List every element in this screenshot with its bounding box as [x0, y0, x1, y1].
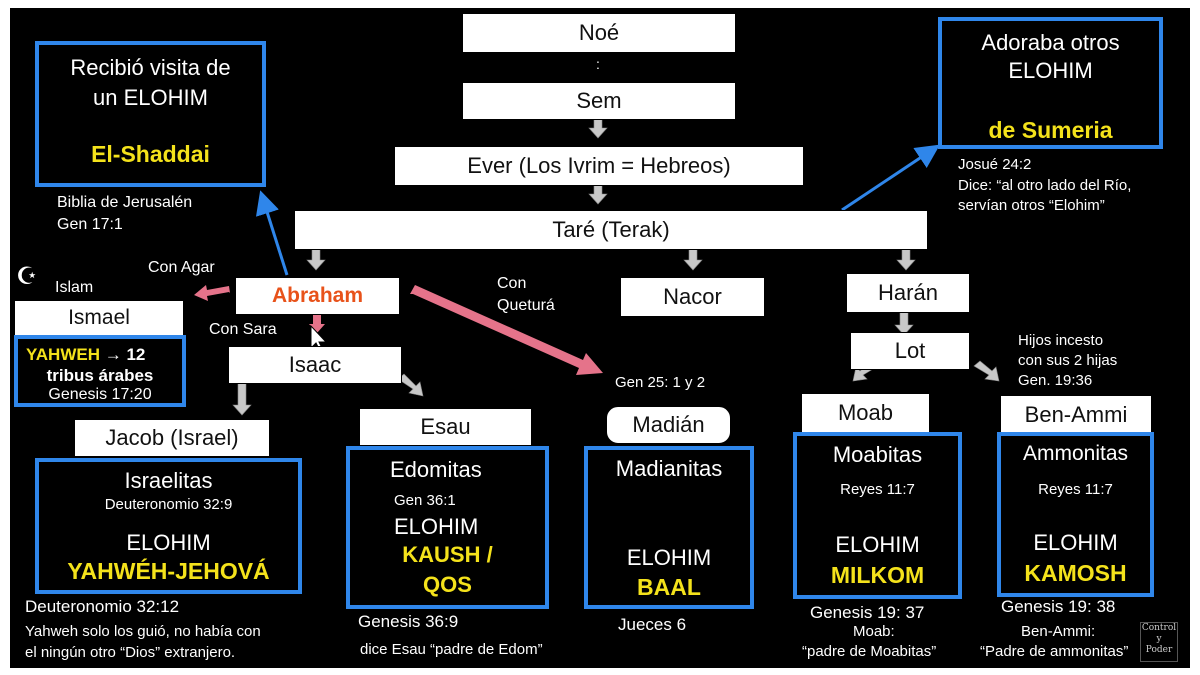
ismael-tribus: tribus árabes: [46, 366, 154, 385]
footer-padre-ammon: “Padre de ammonitas”: [980, 643, 1129, 660]
footer-padre-moab: “padre de Moabitas”: [802, 643, 937, 660]
footer-deut-ref: Deuteronomio 32:12: [25, 597, 180, 616]
footer-gen369: Genesis 36:9: [358, 612, 459, 631]
footer-dice-esau: dice Esau “padre de Edom”: [360, 641, 543, 658]
node-ismael: Ismael: [14, 300, 184, 336]
shaddai-line1: Recibió visita de: [70, 55, 231, 80]
node-moab: Moab: [801, 393, 930, 433]
edom-god2: QOS: [423, 572, 472, 597]
ismael-yahweh-line: YAHWEH → 12: [26, 345, 145, 365]
footer-gen1937: Genesis 19: 37: [810, 603, 925, 622]
node-ever: Ever (Los Ivrim = Hebreos): [394, 146, 804, 186]
israel-ref: Deuteronomio 32:9: [104, 496, 233, 513]
footer-gen1938: Genesis 19: 38: [1001, 597, 1116, 616]
box-el-shaddai: Recibió visita de un ELOHIM El-Shaddai: [35, 41, 266, 187]
footer-jueces: Jueces 6: [618, 615, 687, 634]
node-nacor: Nacor: [620, 277, 765, 317]
shaddai-god: El-Shaddai: [91, 141, 210, 167]
watermark-logo: Control y Poder: [1140, 622, 1178, 662]
sumeria-god: de Sumeria: [988, 117, 1113, 143]
israel-god: YAHWÉH-JEHOVÁ: [67, 558, 270, 584]
madian-people: Madianitas: [615, 456, 723, 481]
label-dice-1: Dice: “al otro lado del Río,: [958, 177, 1132, 194]
ismael-ref: Genesis 17:20: [48, 386, 152, 403]
arrow-haran-lot: [894, 311, 914, 336]
arrow-abraham-ismael: [194, 285, 230, 301]
arrow-lot-benammi: [973, 360, 1000, 382]
ammon-elohim: ELOHIM: [1033, 530, 1118, 555]
madian-god: BAAL: [637, 574, 701, 600]
node-abraham: Abraham: [235, 277, 400, 315]
node-sem: Sem: [462, 82, 736, 120]
arrow-abraham-shaddai: [255, 190, 289, 276]
box-sumeria: Adoraba otros ELOHIM de Sumeria: [938, 17, 1163, 149]
edom-god1: KAUSH /: [402, 542, 493, 567]
israel-people: Israelitas: [124, 468, 213, 493]
node-madian: Madián: [606, 406, 731, 444]
node-noe: Noé: [462, 13, 736, 53]
box-madianitas: Madianitas ELOHIM BAAL: [584, 446, 754, 609]
sumeria-line2: ELOHIM: [1008, 58, 1093, 83]
edom-elohim: ELOHIM: [394, 514, 479, 539]
arrow-tare-sumeria: [841, 144, 940, 212]
moab-god: MILKOM: [830, 562, 925, 588]
box-moabitas: Moabitas Reyes 11:7 ELOHIM MILKOM: [793, 432, 962, 599]
label-dice-2: servían otros “Elohim”: [958, 197, 1105, 214]
watermark-line2: y: [1156, 634, 1162, 644]
label-quetura: Queturá: [497, 297, 555, 314]
node-ben-ammi: Ben-Ammi: [1000, 395, 1152, 435]
label-gen17: Gen 17:1: [57, 216, 123, 233]
sumeria-line1: Adoraba otros: [981, 30, 1120, 55]
israel-elohim: ELOHIM: [126, 530, 211, 555]
ammon-god: KAMOSH: [1024, 560, 1127, 586]
node-tare: Taré (Terak): [294, 210, 928, 250]
ellipsis-dots: :: [596, 56, 600, 72]
footer-moab-colon: Moab:: [853, 623, 895, 640]
label-biblia: Biblia de Jerusalén: [57, 194, 193, 211]
moab-ref: Reyes 11:7: [840, 481, 915, 498]
node-esau: Esau: [359, 408, 532, 446]
edom-ref: Gen 36:1: [394, 492, 456, 509]
ammon-people: Ammonitas: [1022, 442, 1129, 465]
box-edomitas: Edomitas Gen 36:1 ELOHIM KAUSH / QOS: [346, 446, 549, 609]
box-ismael: YAHWEH → 12 tribus árabes Genesis 17:20: [14, 335, 186, 407]
ismael-twelve: 12: [126, 345, 146, 364]
node-isaac: Isaac: [228, 346, 402, 384]
label-hijos-3: Gen. 19:36: [1018, 372, 1093, 389]
node-haran: Harán: [846, 273, 970, 313]
arrow-sem-ever: [588, 116, 608, 139]
label-con-sara: Con Sara: [209, 321, 277, 338]
node-lot: Lot: [850, 332, 970, 370]
madian-elohim: ELOHIM: [626, 545, 712, 570]
box-israelitas: Israelitas Deuteronomio 32:9 ELOHIM YAHW…: [35, 458, 302, 594]
watermark-line3: Poder: [1145, 645, 1173, 655]
arrow-isaac-jacob: [232, 382, 252, 416]
moab-elohim: ELOHIM: [835, 532, 920, 557]
label-josue: Josué 24:2: [958, 156, 1032, 173]
footer-ben-ammi: Ben-Ammi:: [1021, 623, 1096, 640]
arrow-isaac-esau: [397, 373, 424, 397]
moab-people: Moabitas: [832, 442, 923, 467]
footer-deut-2: el ningún otro “Dios” extranjero.: [25, 644, 236, 661]
islam-crescent-icon: ☪: [16, 263, 38, 290]
label-hijos-2: con sus 2 hijas: [1018, 352, 1118, 369]
box-ammonitas: Ammonitas Reyes 11:7 ELOHIM KAMOSH: [997, 432, 1154, 597]
label-islam: Islam: [55, 279, 94, 296]
footer-deut-1: Yahweh solo los guió, no había con: [25, 623, 261, 640]
right-arrow-icon: →: [104, 345, 122, 364]
ismael-yahweh: YAHWEH: [26, 345, 100, 364]
label-con: Con: [497, 275, 527, 292]
label-gen25: Gen 25: 1 y 2: [615, 374, 706, 391]
arrow-abraham-madian: [410, 285, 603, 375]
label-hijos-1: Hijos incesto: [1018, 332, 1104, 349]
shaddai-line2: un ELOHIM: [93, 85, 208, 110]
node-jacob: Jacob (Israel): [74, 419, 270, 457]
ammon-ref: Reyes 11:7: [1038, 481, 1113, 498]
edom-people: Edomitas: [390, 457, 482, 482]
label-con-agar: Con Agar: [148, 259, 215, 276]
watermark-line1: Control: [1141, 623, 1177, 633]
